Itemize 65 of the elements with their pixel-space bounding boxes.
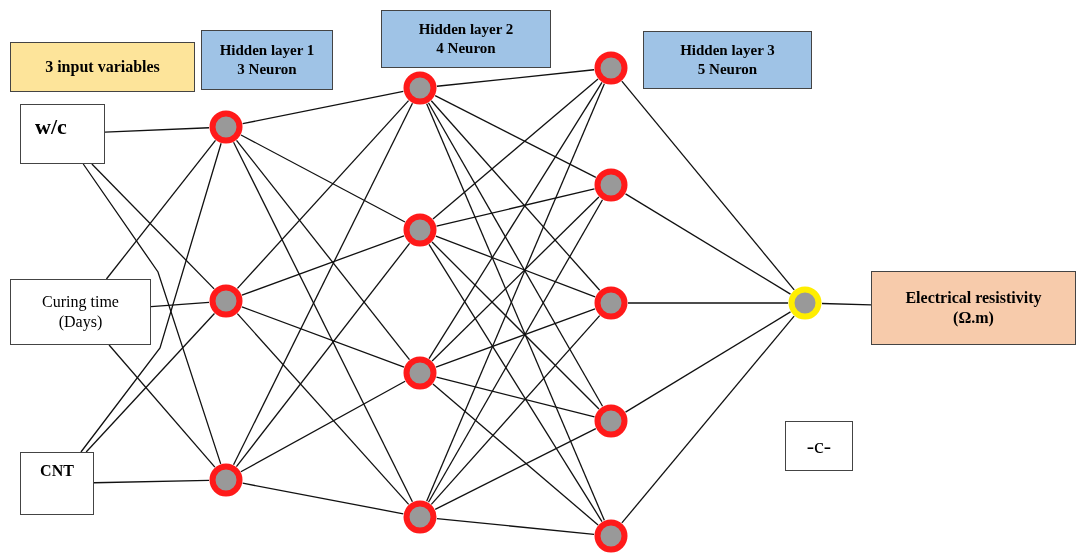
connection-line	[432, 383, 599, 526]
connection-line	[105, 139, 217, 280]
connection-line	[435, 376, 596, 418]
connection-line	[150, 301, 210, 308]
neuron	[209, 284, 243, 318]
neuron	[594, 519, 628, 553]
section-label: 3 input variables	[10, 42, 195, 92]
connection-line	[624, 311, 792, 413]
output-neuron	[788, 286, 822, 320]
connection-line	[108, 344, 216, 468]
neuron	[403, 71, 437, 105]
connection-line	[435, 308, 596, 368]
neuron	[403, 500, 437, 534]
connection-line	[235, 139, 411, 361]
connection-line	[232, 141, 414, 503]
neuron	[594, 404, 628, 438]
connection-line	[428, 243, 603, 523]
connection-line	[627, 302, 789, 304]
neuron	[594, 168, 628, 202]
neuron	[594, 51, 628, 85]
connection-line	[435, 235, 596, 298]
connection-line	[91, 163, 215, 290]
connection-line	[236, 313, 410, 505]
connection-line	[240, 134, 406, 223]
output-label: Electrical resistivity (Ω.m)	[871, 271, 1076, 345]
connection-line	[430, 315, 601, 505]
connection-line	[431, 241, 600, 410]
connection-line	[241, 306, 405, 368]
connection-line	[427, 102, 604, 407]
connection-line	[241, 235, 405, 296]
neuron	[403, 213, 437, 247]
connection-line	[434, 428, 597, 510]
connection-line	[242, 90, 404, 125]
constant-label: -c-	[785, 421, 853, 471]
layer-label: Hidden layer 1 3 Neuron	[201, 30, 333, 90]
neuron	[209, 110, 243, 144]
neuron	[403, 356, 437, 390]
connection-line	[427, 199, 604, 503]
layer-label: Hidden layer 3 5 Neuron	[643, 31, 812, 89]
connection-line	[240, 380, 406, 473]
input-label: CNT	[20, 452, 94, 515]
connection-line	[621, 315, 795, 524]
connection-line	[236, 99, 410, 290]
layer-label: Hidden layer 2 4 Neuron	[381, 10, 551, 68]
connection-line	[93, 479, 210, 484]
connection-line	[104, 127, 210, 133]
connection-line	[436, 69, 595, 87]
connection-line	[432, 78, 599, 220]
connection-line	[235, 242, 411, 468]
connection-line	[621, 80, 795, 291]
neuron	[209, 463, 243, 497]
connection-line	[624, 193, 792, 295]
connection-line	[435, 188, 596, 227]
input-label: w/c	[20, 104, 105, 164]
connection-line	[431, 196, 600, 362]
connection-line	[434, 95, 597, 178]
connection-line	[428, 81, 603, 360]
connection-line	[430, 100, 601, 291]
input-label: Curing time (Days)	[10, 279, 151, 345]
connection-line	[436, 518, 595, 535]
connection-line	[85, 312, 216, 453]
connection-line	[232, 102, 414, 466]
neuron	[594, 286, 628, 320]
connection-line	[242, 482, 404, 515]
connection-line	[821, 302, 872, 306]
